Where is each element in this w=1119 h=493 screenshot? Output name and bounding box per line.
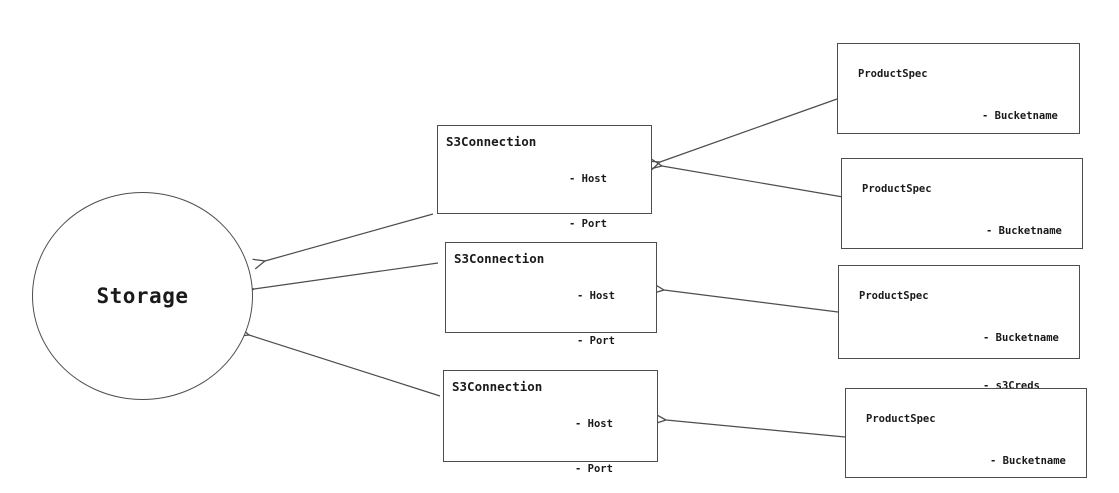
- arrow-productspec3-to-s3connection2: [651, 283, 839, 313]
- productspec-node-2: ProductSpec - Bucketname - s3Creds: [841, 158, 1083, 285]
- node-attribute: - Bucketname: [983, 332, 1059, 344]
- productspec-title: ProductSpec: [862, 183, 932, 195]
- s3connection-node-2: S3Connection - Host - Port - TLS: [445, 242, 657, 392]
- node-attribute: - Host: [575, 418, 613, 430]
- storage-node: Storage: [32, 192, 253, 400]
- s3connection-attributes: - Host - Port - TLS: [575, 387, 613, 493]
- productspec-node-3: ProductSpec - Bucketname - s3Creds: [838, 265, 1080, 392]
- s3connection-title: S3Connection: [446, 134, 537, 149]
- productspec-title: ProductSpec: [866, 413, 936, 425]
- node-attribute: - Port: [569, 218, 607, 230]
- productspec-title: ProductSpec: [858, 68, 928, 80]
- node-attribute: - Bucketname: [982, 110, 1058, 122]
- arrow-productspec2-to-s3connection1: [649, 158, 844, 198]
- node-attribute: - Port: [575, 463, 613, 475]
- node-attribute: - Bucketname: [986, 225, 1062, 237]
- node-attribute: - Host: [577, 290, 615, 302]
- productspec-node-1: ProductSpec - Bucketname - s3Creds: [837, 43, 1080, 170]
- productspec-attributes: - Bucketname - s3Creds: [990, 421, 1066, 493]
- arrow-s3connection3-to-storage: [236, 326, 441, 397]
- s3connection-title: S3Connection: [452, 379, 543, 394]
- node-attribute: - Host: [569, 173, 607, 185]
- productspec-title: ProductSpec: [859, 290, 929, 302]
- arrow-productspec1-to-s3connection1: [647, 98, 838, 172]
- arrow-productspec4-to-s3connection3: [653, 413, 846, 438]
- s3connection-node-1: S3Connection - Host - Port - TLS: [437, 125, 652, 275]
- storage-node-label: Storage: [96, 284, 189, 308]
- s3connection-node-3: S3Connection - Host - Port - TLS: [443, 370, 658, 475]
- productspec-node-4: ProductSpec - Bucketname - s3Creds: [845, 388, 1087, 478]
- node-attribute: - Bucketname: [990, 455, 1066, 467]
- arrow-s3connection1-to-storage: [252, 213, 434, 270]
- s3connection-title: S3Connection: [454, 251, 545, 266]
- arrow-s3connection2-to-storage: [241, 262, 439, 297]
- node-attribute: - Port: [577, 335, 615, 347]
